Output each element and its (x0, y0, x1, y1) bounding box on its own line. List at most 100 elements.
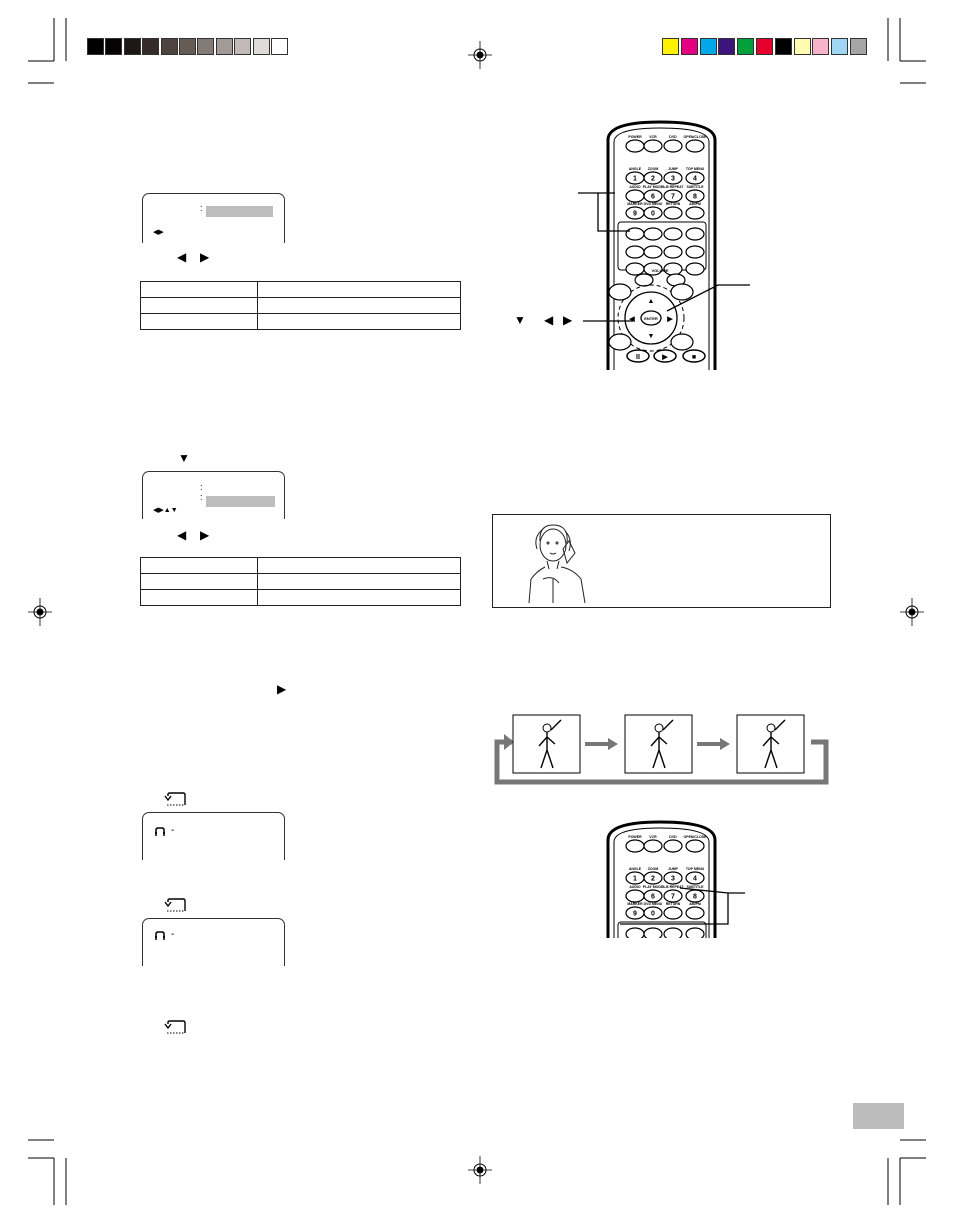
button-label: SUBTITLE (686, 185, 704, 189)
remote-button (685, 927, 705, 938)
gray-swatch (105, 38, 123, 55)
remote-button (663, 189, 683, 203)
enter-button (640, 310, 662, 326)
button-label: AM/PM (689, 902, 701, 906)
angle-frame (512, 714, 581, 774)
remote-button (608, 283, 632, 301)
remote-button (625, 227, 645, 241)
button-label: PLAY MODE (643, 185, 664, 189)
remote-button (643, 139, 663, 153)
page-number-box (853, 1103, 904, 1129)
button-label: 9 (633, 211, 637, 218)
gray-swatch (142, 38, 160, 55)
remote-button (685, 245, 705, 259)
remote-button (625, 189, 645, 203)
remote-button (670, 283, 694, 301)
button-label: 2 (651, 176, 655, 183)
repeat-small-icon (155, 827, 165, 836)
remote-button (663, 139, 683, 153)
button-label: 8 (693, 894, 697, 901)
remote-button (643, 171, 663, 185)
tip-box (492, 514, 831, 608)
button-group-frame (617, 921, 707, 938)
nav-pad (624, 291, 678, 345)
transport-button (626, 349, 650, 363)
button-label: VOLUME (651, 268, 668, 273)
remote-button (685, 171, 705, 185)
button-label: 0 (651, 911, 655, 918)
repeat-icon (164, 1020, 186, 1034)
remote-button (643, 889, 663, 903)
button-label: ANGLE (629, 167, 642, 171)
colon: : (200, 492, 203, 502)
remote-button (643, 206, 663, 220)
button-label: 7 (671, 194, 675, 201)
next-arrow (585, 738, 618, 750)
button-label: ZOOM (648, 867, 659, 871)
button-label: 2 (651, 876, 655, 883)
registration-mark-icon (468, 1156, 492, 1184)
remote-button (685, 206, 705, 220)
remote-button (685, 139, 705, 153)
remote-button (643, 262, 663, 276)
color-swatch (812, 38, 830, 55)
remote-button (685, 227, 705, 241)
button-label: 7 (671, 894, 675, 901)
remote-button (663, 227, 683, 241)
remote-button (663, 839, 683, 853)
options-table-2 (140, 557, 461, 606)
remote-button (643, 839, 663, 853)
triangle-right-icon: ▶ (277, 682, 287, 696)
arrow-head (504, 734, 514, 750)
color-swatch (793, 38, 811, 55)
button-label: II (636, 354, 640, 361)
button-label: JUMP (668, 167, 678, 171)
button-label: ▶ (661, 354, 668, 361)
button-label: AUDIO (629, 185, 641, 189)
button-label: 3 (671, 176, 675, 183)
button-label: AM/PM (689, 202, 701, 206)
transport-button (682, 349, 706, 363)
remote-button (663, 927, 683, 938)
osd-screen-2: : : ◀▶▲▼ (142, 471, 285, 519)
button-label: DVD MENU (644, 202, 663, 206)
angle-frame (624, 714, 693, 774)
remote-button (685, 262, 705, 276)
gray-swatch (215, 38, 233, 55)
remote-button (663, 889, 683, 903)
options-table-1 (140, 281, 461, 330)
remote-button (663, 906, 683, 920)
color-swatch (680, 38, 698, 55)
remote-button (663, 871, 683, 885)
button-label: MARKER (627, 202, 643, 206)
repeat-icon (164, 898, 186, 912)
remote-button (663, 245, 683, 259)
button-label: 3 (671, 876, 675, 883)
color-swatch (737, 38, 755, 55)
remote-button (643, 189, 663, 203)
next-arrow (697, 738, 730, 750)
remote-button (625, 262, 645, 276)
gray-swatch (179, 38, 196, 55)
remote-button (625, 839, 645, 853)
remote-button (608, 333, 632, 351)
colon: : (200, 203, 203, 213)
remote-button (643, 245, 663, 259)
repeat-icon (164, 792, 186, 806)
button-label: POWER (628, 835, 642, 839)
button-label: 4 (693, 876, 697, 883)
remote-body-inner (613, 127, 710, 370)
registration-mark-icon (468, 41, 492, 69)
button-label: SUBTITLE (686, 885, 704, 889)
remote-button (670, 333, 694, 351)
button-label: PLAY MODE (643, 885, 664, 889)
remote-button (643, 927, 663, 938)
triangle-right-icon: ▶ (200, 528, 210, 542)
triangle-down-icon: ▼ (178, 451, 190, 465)
triangle-left-icon: ◀ (544, 313, 554, 327)
nav-ring (617, 284, 685, 352)
button-label: VCR (649, 135, 657, 139)
